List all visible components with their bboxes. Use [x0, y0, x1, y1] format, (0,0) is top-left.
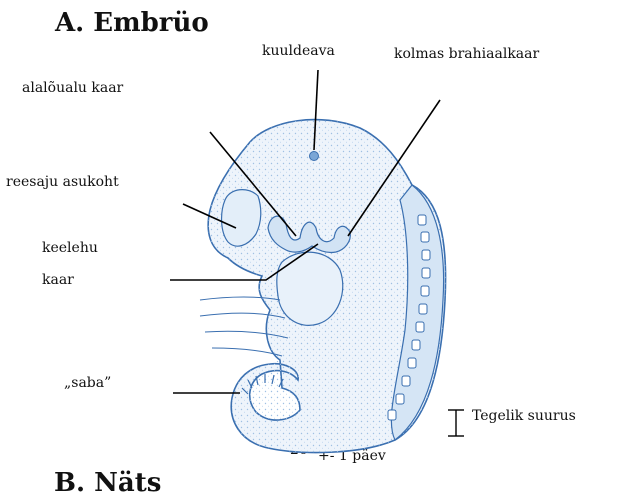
heart-bulge [277, 252, 343, 325]
otic-spot [310, 152, 319, 161]
scale-bar [448, 410, 464, 436]
